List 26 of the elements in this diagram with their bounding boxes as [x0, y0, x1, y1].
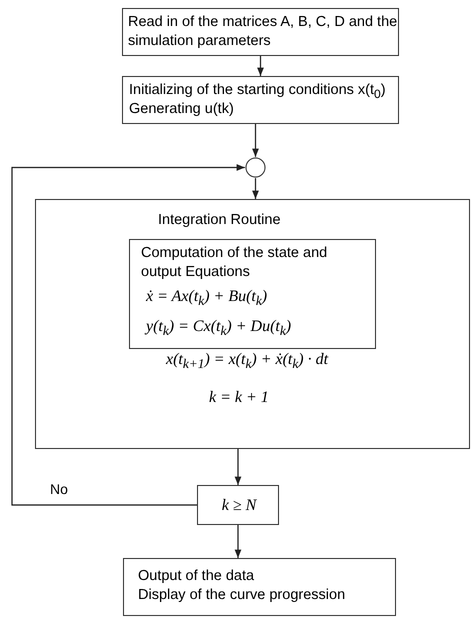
connector-circle	[245, 157, 266, 178]
process-box	[122, 8, 399, 56]
process-box	[129, 239, 376, 349]
node-text: Output of the data	[138, 567, 254, 586]
arrow	[234, 525, 242, 558]
equation: k = k + 1	[209, 388, 269, 407]
node-text: Generating u(tk)	[129, 100, 234, 119]
process-box	[122, 76, 399, 124]
equation: k ≥ N	[220, 496, 258, 515]
arrow	[252, 178, 259, 199]
group-heading: Integration Routine	[158, 211, 281, 230]
edge-label: No	[48, 481, 70, 497]
node-text: Display of the curve progression	[138, 586, 346, 605]
process-box	[35, 199, 470, 449]
decision-box	[197, 485, 279, 525]
node-text: Read in of the matrices A, B, C, D and the simulation parameters	[128, 13, 398, 51]
arrow	[252, 124, 259, 157]
process-box	[123, 558, 396, 616]
node-text: Computation of the state and output Equations	[141, 244, 328, 282]
node-text: Initializing of the starting conditions x(t$_{0}$)	[129, 81, 386, 102]
equation: x(t$_{k+1}$) = x(t$_{k}$) + ẋ(t$_{k}$) · dt	[166, 350, 328, 374]
equation: y(t$_{k}$) = Cx(t$_{k}$) + Du(t$_{k}$)	[146, 317, 292, 340]
arrow	[257, 56, 264, 76]
equation: ẋ = Ax(t$_{k}$) + Bu(t$_{k}$)	[146, 287, 268, 310]
arrow	[11, 164, 245, 506]
arrow	[234, 449, 242, 485]
